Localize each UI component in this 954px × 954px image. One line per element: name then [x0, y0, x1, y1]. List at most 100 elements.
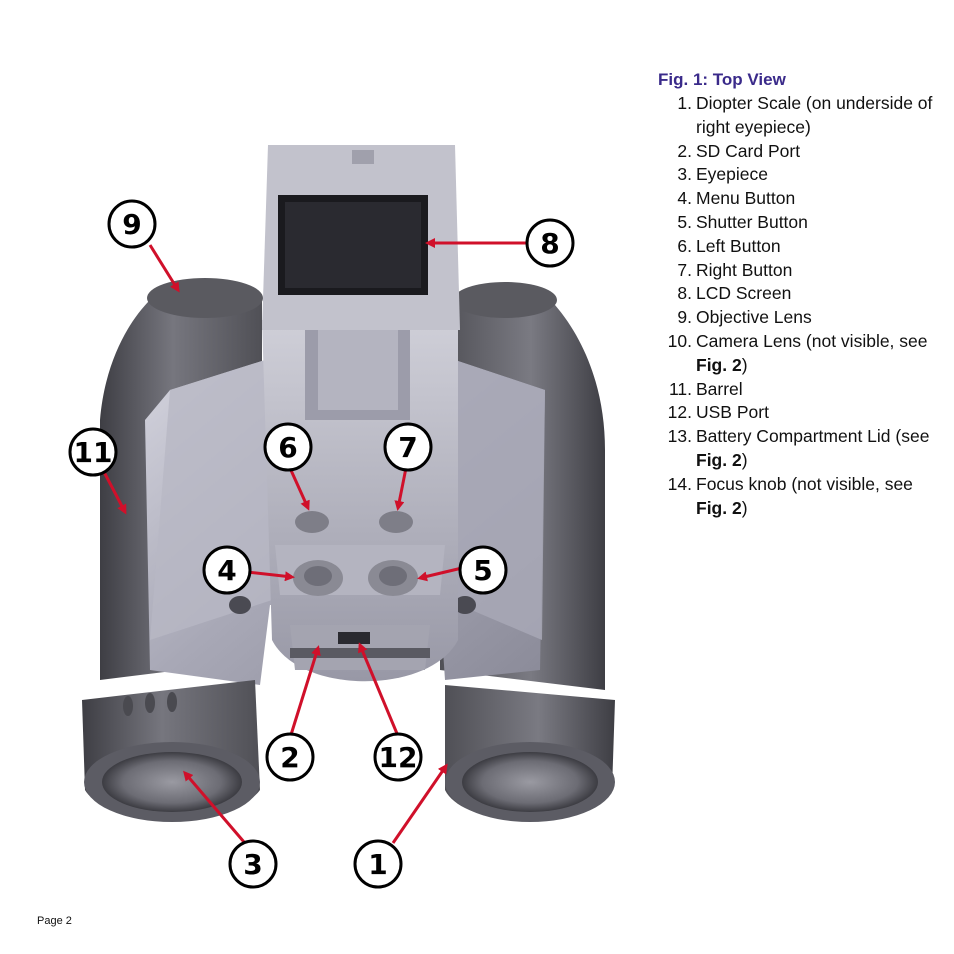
legend-item-number: 6.	[677, 235, 692, 256]
svg-text:7: 7	[398, 431, 417, 464]
legend-item-number: 2.	[677, 140, 692, 161]
legend-item: 14.Focus knob (not visible, see Fig. 2)	[658, 473, 938, 521]
legend-item-text-part: Camera Lens (not visible, see	[696, 330, 928, 351]
sd-card-port	[290, 648, 430, 658]
legend-item: 6.Left Button	[658, 235, 938, 259]
legend-item-number: 11.	[668, 378, 692, 399]
legend-item-text-part: Objective Lens	[696, 307, 812, 328]
svg-text:3: 3	[243, 848, 262, 881]
arrow-1	[391, 763, 448, 844]
callout-3: 3	[228, 839, 278, 889]
arrow-9	[148, 244, 180, 293]
legend-item-number: 1.	[677, 93, 692, 113]
legend-item: 3.Eyepiece	[658, 163, 938, 187]
left-eyepiece	[82, 680, 260, 822]
legend-item-text: Left Button	[696, 235, 938, 259]
legend-item-text: Battery Compartment Lid (see Fig. 2)	[696, 425, 938, 473]
binocular-camera-illustration: 9 8 11 6 7 4 5 2	[68, 145, 615, 889]
svg-text:5: 5	[473, 554, 492, 587]
page-number: Page 2	[37, 915, 72, 927]
control-buttons	[275, 511, 445, 596]
legend-item-text-part: Eyepiece	[696, 164, 768, 185]
arrow-6	[288, 467, 310, 511]
arrow-12	[358, 642, 400, 737]
legend-item-number: 10.	[667, 330, 692, 351]
callout-6: 6	[263, 422, 313, 472]
legend-item: 12.USB Port	[658, 401, 938, 425]
callout-2: 2	[265, 732, 315, 782]
callouts: 9 8 11 6 7 4 5 2	[68, 199, 575, 889]
legend-item-number: 12.	[667, 402, 692, 423]
legend-item-text-part: USB Port	[696, 402, 769, 423]
arrow-4	[246, 570, 295, 582]
legend-item-text: LCD Screen	[696, 282, 938, 306]
legend-item-text-part: Focus knob (not visible, see	[696, 473, 913, 494]
legend-item-number: 9.	[677, 307, 692, 328]
legend-item: 7.Right Button	[658, 259, 938, 283]
legend-item-number: 7.	[677, 259, 692, 280]
legend-item: 5.Shutter Button	[658, 211, 938, 235]
legend-item-text: SD Card Port	[696, 140, 938, 164]
arrow-3	[183, 770, 246, 843]
legend-item-text: Barrel	[696, 378, 938, 402]
arrow-2	[288, 645, 321, 739]
legend-item-text: USB Port	[696, 401, 938, 425]
svg-text:1: 1	[368, 848, 387, 881]
legend-item-text-part: Barrel	[696, 378, 743, 399]
legend-list: 1.Diopter Scale (on underside of right e…	[658, 92, 938, 520]
callout-11: 11	[68, 427, 118, 477]
legend-item-number: 13.	[667, 426, 692, 447]
callout-1: 1	[353, 839, 403, 889]
figure-legend: Fig. 1: Top View 1.Diopter Scale (on und…	[658, 70, 938, 520]
legend-item-number: 14.	[667, 473, 692, 494]
figure-title: Fig. 1: Top View	[658, 70, 786, 89]
legend-item: 11.Barrel	[658, 378, 938, 402]
right-eyepiece	[445, 685, 615, 822]
svg-text:12: 12	[379, 741, 418, 774]
legend-item-text: Menu Button	[696, 187, 938, 211]
legend-item: 2.SD Card Port	[658, 140, 938, 164]
svg-text:4: 4	[217, 554, 236, 587]
callout-5: 5	[458, 545, 508, 595]
legend-item: 1.Diopter Scale (on underside of right e…	[658, 92, 938, 140]
svg-text:8: 8	[540, 227, 559, 260]
left-button	[295, 511, 329, 533]
right-button	[379, 511, 413, 533]
legend-item-text-part: Left Button	[696, 235, 781, 256]
svg-text:6: 6	[278, 431, 297, 464]
legend-item-text: Objective Lens	[696, 306, 938, 330]
legend-item-text: Camera Lens (not visible, see Fig. 2)	[696, 330, 938, 378]
callout-4: 4	[202, 545, 252, 595]
legend-item-text-part: )	[741, 497, 748, 518]
legend-item-ref: Fig. 2	[696, 354, 742, 375]
callout-12: 12	[373, 732, 423, 782]
legend-item-number: 8.	[677, 283, 692, 304]
arrow-5	[417, 566, 463, 582]
legend-item-text-part: LCD Screen	[696, 283, 792, 304]
legend-item-number: 4.	[677, 188, 692, 209]
legend-item-text-part: SD Card Port	[696, 140, 801, 161]
lcd-panel	[262, 145, 460, 330]
arrow-11	[101, 469, 127, 515]
legend-item-text-part: Diopter Scale (on underside of right eye…	[696, 93, 933, 137]
legend-item-text-part: )	[741, 354, 748, 375]
legend-item-text: Focus knob (not visible, see Fig. 2)	[696, 473, 938, 521]
legend-item: 13.Battery Compartment Lid (see Fig. 2)	[658, 425, 938, 473]
callout-7: 7	[383, 422, 433, 472]
legend-item: 10.Camera Lens (not visible, see Fig. 2)	[658, 330, 938, 378]
callout-arrows	[101, 238, 527, 844]
legend-item: 8.LCD Screen	[658, 282, 938, 306]
callout-9: 9	[107, 199, 157, 249]
legend-item: 4.Menu Button	[658, 187, 938, 211]
usb-port	[338, 632, 370, 644]
legend-item-text-part: Menu Button	[696, 188, 796, 209]
legend-item-text: Right Button	[696, 259, 938, 283]
legend-item-text: Eyepiece	[696, 163, 938, 187]
svg-text:9: 9	[122, 208, 141, 241]
legend-item-text: Shutter Button	[696, 211, 938, 235]
legend-item-number: 3.	[677, 164, 692, 185]
arrow-7	[394, 467, 408, 511]
legend-item-text-part: )	[741, 449, 748, 470]
legend-item-text-part: Battery Compartment Lid (see	[696, 426, 930, 447]
legend-item-ref: Fig. 2	[696, 497, 742, 518]
